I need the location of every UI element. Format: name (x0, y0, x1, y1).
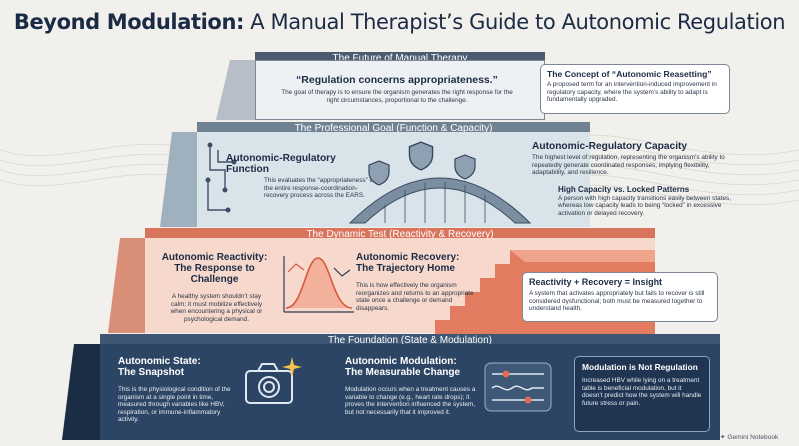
function-title: Autonomic-Regulatory Function (226, 153, 336, 175)
not-regulation-title: Modulation is Not Regulation (582, 362, 698, 372)
recovery-text: This is how effectively the organism reo… (356, 282, 474, 312)
insight-card: Reactivity + Recovery = Insight A system… (522, 272, 718, 322)
state-title-2: The Snapshot (118, 367, 185, 378)
capacity-block: Autonomic-Regulatory Capacity The highes… (532, 141, 732, 218)
tier4-bar-label: The Future of Manual Therapy (332, 53, 468, 64)
tier3-bar-label: The Professional Goal (Function & Capaci… (294, 123, 493, 134)
tier4-text: The goal of therapy is to ensure the org… (281, 89, 513, 104)
page-title: Beyond Modulation: A Manual Therapist’s … (0, 10, 799, 34)
circuit-icon (205, 142, 237, 213)
function-block: Autonomic-Regulatory Function This evalu… (226, 153, 381, 200)
capacity-sub-text: A person with high capacity transitions … (558, 194, 731, 217)
title-emphasis: Beyond Modulation: (13, 10, 245, 34)
capacity-text: The highest level of regulation, represe… (532, 154, 725, 177)
insight-card-text: A system that activates appropriately bu… (529, 290, 705, 313)
modulation-title-1: Autonomic Modulation: (345, 356, 457, 367)
not-regulation-card: Modulation is Not Regulation Increased H… (574, 356, 710, 432)
reactivity-title-2: The Response to Challenge (174, 263, 255, 285)
modulation-text: Modulation occurs when a treatment cause… (345, 386, 476, 416)
bridge-icon (348, 177, 532, 224)
camera-icon (245, 357, 302, 404)
tier3-panel (197, 132, 590, 227)
reasetting-card-text: A proposed term for an intervention-indu… (547, 81, 717, 104)
state-title-1: Autonomic State: (118, 356, 201, 367)
not-regulation-text: Increased HBV while lying on a treatment… (582, 377, 702, 407)
modulation-title-2: The Measurable Change (345, 367, 461, 378)
watermark-icon: ✦ (720, 434, 726, 441)
tier2-bar-label: The Dynamic Test (Reactivity & Recovery) (306, 229, 494, 240)
capacity-title: Autonomic-Regulatory Capacity (532, 141, 688, 152)
insight-card-title: Reactivity + Recovery = Insight (529, 277, 663, 287)
shield-icon (408, 141, 434, 171)
watermark: ✦ Gemini Notebook (720, 433, 778, 441)
tier1-bar-label: The Foundation (State & Modulation) (328, 335, 492, 346)
recovery-title-2: The Trajectory Home (356, 263, 455, 274)
recovery-title-1: Autonomic Recovery: (356, 252, 460, 263)
modulation-block: Autonomic Modulation: The Measurable Cha… (345, 356, 485, 416)
title-rest: A Manual Therapist’s Guide to Autonomic … (244, 10, 786, 34)
sliders-icon (484, 362, 552, 412)
reactivity-text: A healthy system shouldn’t stay calm; it… (170, 293, 263, 323)
tier4-panel (255, 60, 545, 120)
function-text: This evaluates the “appropriateness” of … (264, 177, 375, 200)
reactivity-block: Autonomic Reactivity: The Response to Ch… (152, 252, 277, 323)
sparkle-icon (282, 357, 302, 377)
tier4-quote: “Regulation concerns appropriateness.” (296, 74, 498, 86)
reasetting-card: The Concept of “Autonomic Reasetting” A … (540, 64, 730, 114)
tier4-quote-block: “Regulation concerns appropriateness.” T… (262, 74, 532, 104)
shield-icon (454, 154, 476, 180)
state-text: This is the physiological condition of t… (118, 386, 231, 424)
reasetting-card-title: The Concept of “Autonomic Reasetting” (547, 69, 712, 79)
watermark-label: Gemini Notebook (727, 434, 779, 441)
state-block: Autonomic State: The Snapshot This is th… (118, 356, 238, 424)
shield-icon (368, 160, 390, 186)
recovery-block: Autonomic Recovery: The Trajectory Home … (356, 252, 506, 312)
response-curve-icon (283, 256, 354, 313)
reactivity-title-1: Autonomic Reactivity: (161, 252, 268, 263)
capacity-sub-title: High Capacity vs. Locked Patterns (558, 184, 690, 194)
